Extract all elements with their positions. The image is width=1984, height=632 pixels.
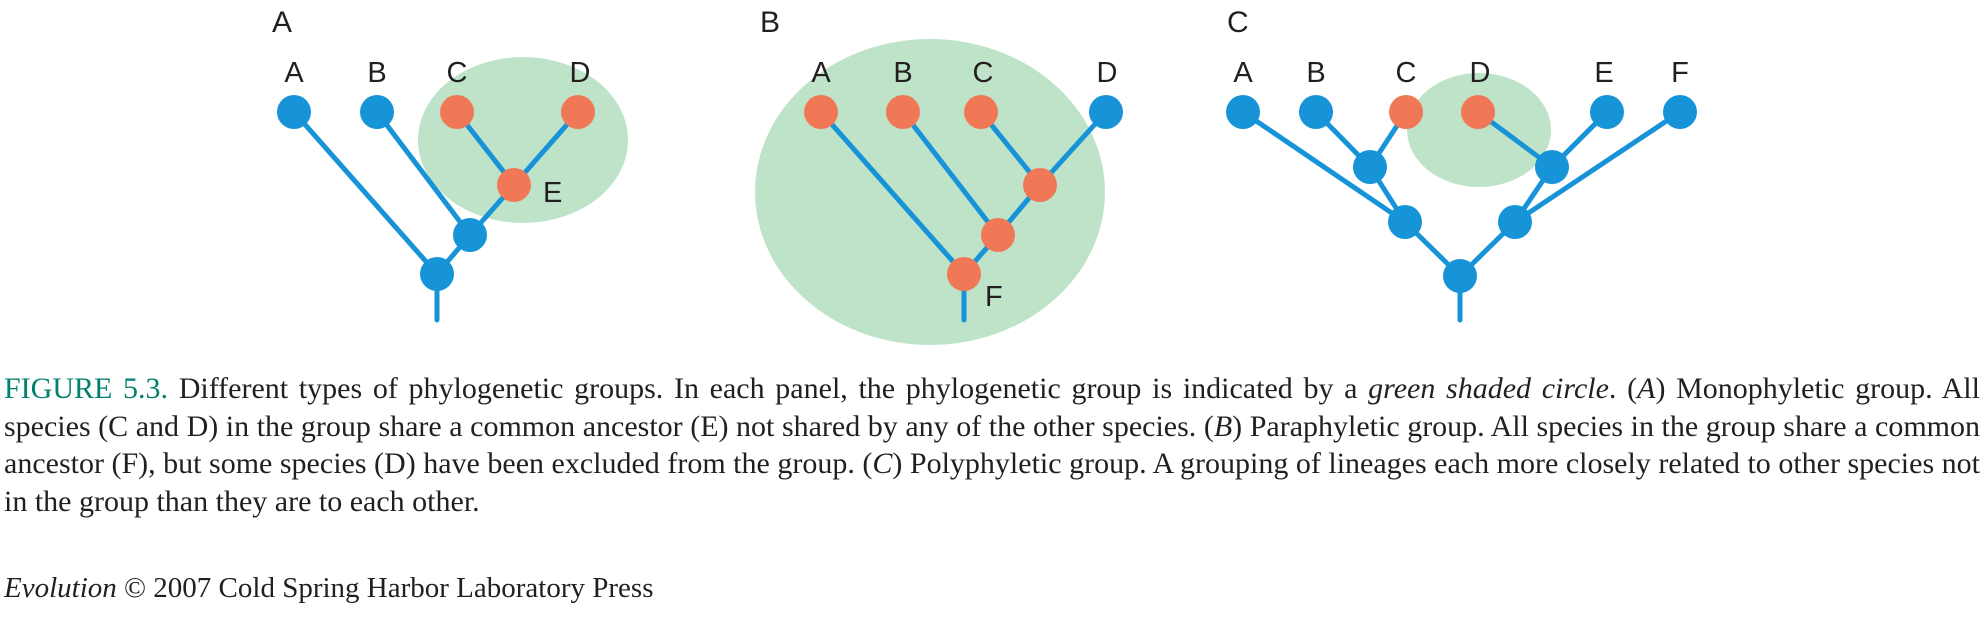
panel-c-taxon-label-b: B <box>1306 57 1325 89</box>
panel-b-taxon-a-node <box>804 95 838 129</box>
credit-text: © 2007 Cold Spring Harbor Laboratory Pre… <box>116 572 654 604</box>
caption-text-4: ) Paraphyletic group. All species in the… <box>4 409 1980 481</box>
panel-c: C A B C D E F <box>1226 6 1697 323</box>
panel-c-taxon-f-node <box>1663 95 1697 129</box>
panel-a-taxon-a-node <box>277 95 311 129</box>
panel-a-internal-node <box>453 218 487 252</box>
panel-c-taxon-d-node <box>1461 95 1495 129</box>
panel-c-taxon-label-a: A <box>1233 57 1253 89</box>
panel-b-taxon-label-a: A <box>811 57 831 89</box>
panel-b-taxon-label-b: B <box>893 57 912 89</box>
panel-c-taxon-a-node <box>1226 95 1260 129</box>
panel-b-paraphyletic-group-shading <box>755 39 1105 345</box>
panel-b-internal-node-2 <box>1023 168 1057 202</box>
panel-c-taxon-label-e: E <box>1594 57 1613 89</box>
panel-a-taxon-label-a: A <box>284 57 304 89</box>
caption-text-1: Different types of phylogenetic groups. … <box>168 372 1369 405</box>
panel-a-root-node <box>420 257 454 291</box>
caption-ref-a: A <box>1637 372 1656 405</box>
panel-b-taxon-label-c: C <box>973 57 994 89</box>
panel-b-taxon-c-node <box>964 95 998 129</box>
panel-b-label: B <box>760 6 780 39</box>
panel-b-taxon-d-node <box>1089 95 1123 129</box>
panel-c-taxon-label-f: F <box>1671 57 1689 89</box>
panel-c-root-node <box>1443 259 1477 293</box>
panel-c-polyphyletic-group-shading <box>1407 73 1551 187</box>
panel-a: A A B C D E <box>272 6 628 323</box>
caption-emphasis: green shaded circle <box>1368 372 1609 405</box>
panel-a-edge-b <box>374 109 473 238</box>
caption-text-5: ) Polyphyletic group. A grouping of line… <box>4 447 1980 518</box>
panel-b: B A B C D F <box>755 6 1123 345</box>
panel-c-edge-a <box>1240 109 1408 225</box>
phylogeny-diagram: A A B C D E B <box>272 6 1697 345</box>
panel-b-edge-b <box>900 109 1001 238</box>
figure-number: FIGURE 5.3. <box>4 372 169 405</box>
panel-b-ancestor-node-f <box>947 257 981 291</box>
caption-text-3: ) Monophyletic group. All species (C and… <box>4 372 1980 443</box>
caption-ref-b: B <box>1213 409 1233 443</box>
panel-a-taxon-d-node <box>561 95 595 129</box>
panel-b-taxon-label-d: D <box>1097 57 1118 89</box>
panel-c-taxon-c-node <box>1389 95 1423 129</box>
copyright-credit: Evolution © 2007 Cold Spring Harbor Labo… <box>4 572 653 605</box>
caption-text-2: . ( <box>1608 372 1638 405</box>
panel-a-taxon-c-node <box>440 95 474 129</box>
panel-a-ancestor-node-e <box>497 168 531 202</box>
panel-b-ancestor-label-f: F <box>985 281 1003 313</box>
panel-c-left-internal-node <box>1388 205 1422 239</box>
panel-a-taxon-label-d: D <box>570 57 591 89</box>
panel-c-edge-f <box>1512 109 1683 225</box>
panel-b-taxon-b-node <box>886 95 920 129</box>
figure-caption: FIGURE 5.3. Different types of phylogene… <box>4 370 1980 520</box>
panel-c-right-internal-node <box>1498 205 1532 239</box>
panel-a-taxon-label-b: B <box>367 57 386 89</box>
panel-c-taxon-label-c: C <box>1396 57 1417 89</box>
panel-a-label: A <box>272 6 292 39</box>
credit-book-title: Evolution <box>4 572 117 604</box>
panel-c-label: C <box>1227 6 1249 39</box>
panel-c-taxon-e-node <box>1590 95 1624 129</box>
panel-c-right-inner-node <box>1535 150 1569 184</box>
panel-a-taxon-label-c: C <box>447 57 468 89</box>
panel-b-edge-a <box>818 109 967 277</box>
panel-a-edge-a <box>291 109 440 277</box>
panel-a-taxon-b-node <box>360 95 394 129</box>
panel-a-ancestor-label-e: E <box>543 177 562 209</box>
panel-c-taxon-b-node <box>1299 95 1333 129</box>
panel-c-taxon-label-d: D <box>1470 57 1491 89</box>
panel-c-left-inner-node <box>1353 150 1387 184</box>
panel-b-internal-node-1 <box>981 218 1015 252</box>
caption-ref-c: C <box>872 447 893 480</box>
